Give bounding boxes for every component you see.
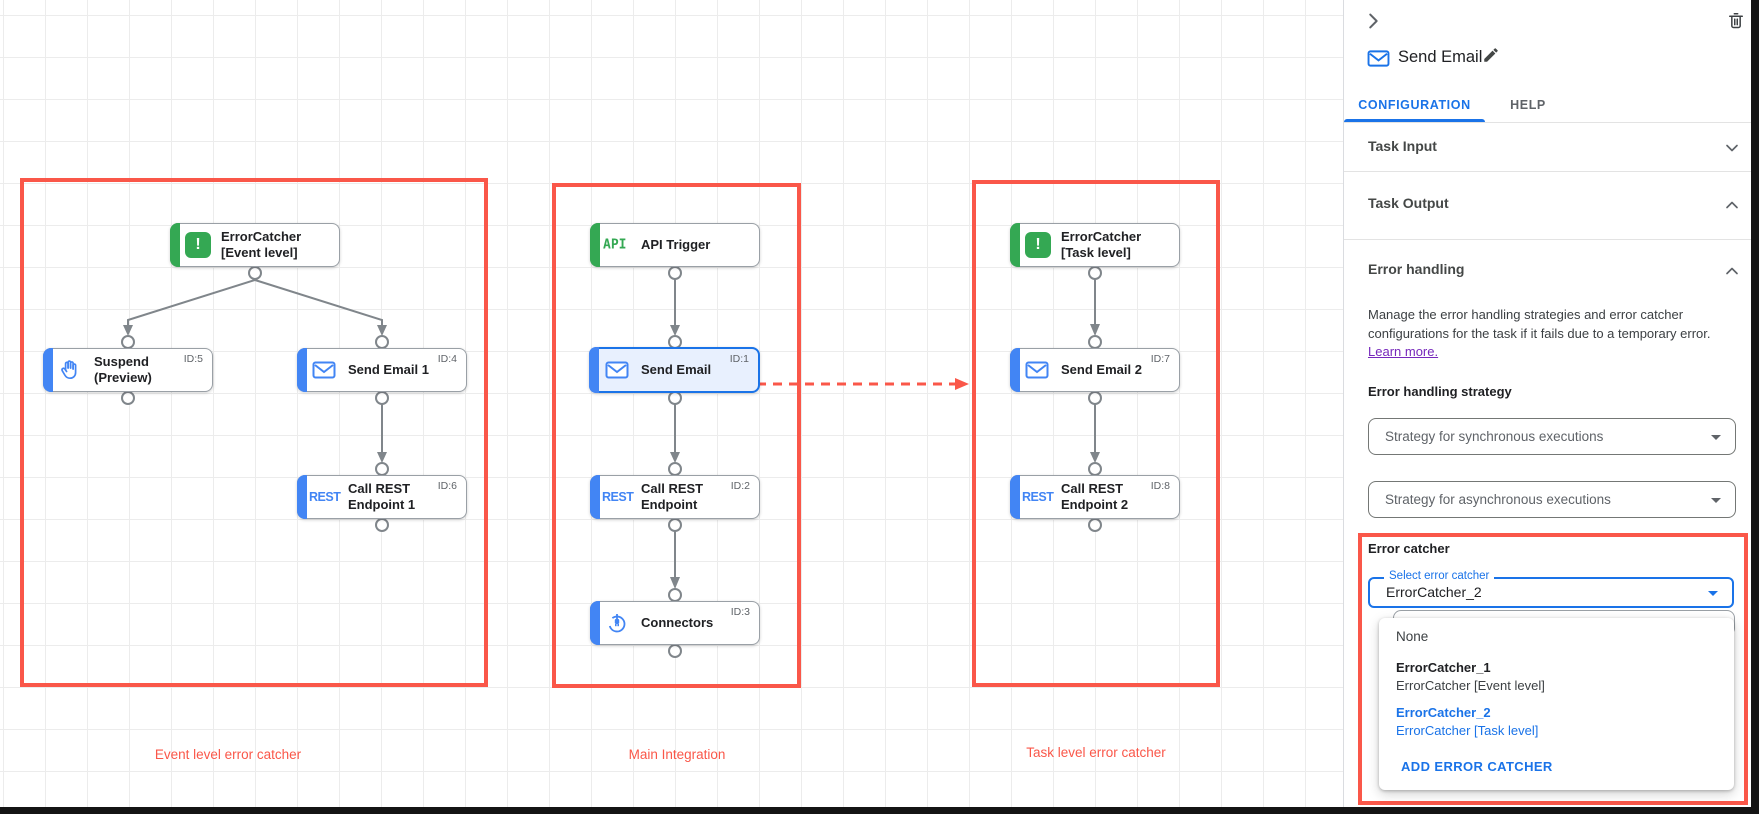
node-id-badge: ID:1	[729, 353, 749, 365]
node-accent-bar	[1010, 223, 1020, 267]
window-edge-bottom	[0, 807, 1759, 814]
error-catcher-icon: !	[1025, 232, 1051, 258]
node-accent-bar	[297, 348, 307, 392]
chevron-right-icon	[1362, 13, 1384, 35]
tab-help[interactable]: HELP	[1510, 98, 1546, 112]
node-title: ErrorCatcher	[1061, 229, 1142, 244]
collapse-panel-button[interactable]	[1362, 10, 1384, 35]
node-title: Connectors	[641, 615, 714, 630]
chevron-up-icon[interactable]	[1722, 261, 1742, 286]
learn-more-link[interactable]: Learn more.	[1368, 344, 1439, 359]
node-title: API Trigger	[641, 237, 711, 252]
menu-option-errorcatcher-1-desc[interactable]: ErrorCatcher [Event level]	[1396, 678, 1545, 693]
rest-icon: REST	[602, 490, 634, 504]
event-level-group-label: Event level error catcher	[154, 747, 302, 762]
menu-option-errorcatcher-2-desc[interactable]: ErrorCatcher [Task level]	[1396, 723, 1539, 738]
main-integration-group-box	[552, 183, 801, 688]
add-error-catcher-button[interactable]: ADD ERROR CATCHER	[1401, 759, 1553, 774]
node-title: Send Email 2	[1061, 362, 1142, 377]
mail-icon	[1025, 360, 1049, 380]
error-catcher-annotation-box	[1358, 533, 1748, 805]
task-mail-icon	[1367, 49, 1390, 73]
section-task-output[interactable]: Task Output	[1368, 195, 1449, 211]
node-title: Send Email 1	[348, 362, 429, 377]
api-trigger-icon: API	[603, 237, 627, 253]
node-title: Call REST	[1061, 481, 1124, 496]
menu-option-errorcatcher-2[interactable]: ErrorCatcher_2	[1396, 705, 1491, 720]
window-edge-right	[1751, 0, 1759, 814]
node-accent-bar	[590, 223, 600, 267]
node-accent-bar	[170, 223, 180, 267]
hand-suspend-icon	[58, 358, 82, 382]
async-strategy-dropdown[interactable]: Strategy for asynchronous executions	[1368, 481, 1736, 518]
edges-layer	[121, 252, 1102, 658]
node-title: Call REST	[641, 481, 704, 496]
node-id-badge: ID:5	[183, 353, 203, 365]
node-accent-bar	[43, 348, 53, 392]
dropdown-caret-icon	[1711, 434, 1721, 440]
rest-icon: REST	[1022, 490, 1054, 504]
mail-icon	[312, 360, 336, 380]
task-level-group-box	[972, 180, 1220, 687]
integration-canvas[interactable]: Event level error catcher Main Integrati…	[0, 0, 1344, 814]
main-integration-group-label: Main Integration	[628, 747, 726, 762]
chevron-up-icon[interactable]	[1722, 195, 1742, 220]
node-id-badge: ID:4	[437, 353, 457, 365]
node-accent-bar	[589, 347, 599, 393]
menu-option-errorcatcher-1[interactable]: ErrorCatcher_1	[1396, 660, 1491, 675]
trash-icon	[1726, 13, 1746, 33]
node-accent-bar	[297, 475, 307, 519]
dropdown-caret-icon	[1711, 497, 1721, 503]
error-catcher-label: Error catcher	[1368, 541, 1450, 556]
section-task-input[interactable]: Task Input	[1368, 138, 1437, 154]
node-errorcatcher-task-level[interactable]: ! ErrorCatcher[Task level]	[1010, 223, 1180, 267]
sync-strategy-dropdown[interactable]: Strategy for synchronous executions	[1368, 418, 1736, 455]
node-accent-bar	[590, 475, 600, 519]
delete-task-button[interactable]	[1726, 10, 1746, 33]
node-title: Call REST	[348, 481, 411, 496]
node-send-email-1[interactable]: Send Email 1 ID:4	[297, 348, 467, 392]
node-connectors[interactable]: Connectors ID:3	[590, 601, 760, 645]
menu-option-none[interactable]: None	[1396, 629, 1429, 644]
node-accent-bar	[1010, 475, 1020, 519]
mail-icon	[605, 360, 629, 380]
node-accent-bar	[590, 601, 600, 645]
active-tab-underline	[1344, 119, 1485, 122]
node-suspend[interactable]: Suspend(Preview) ID:5	[43, 348, 213, 392]
node-id-badge: ID:2	[730, 480, 750, 492]
panel-title: Send Email	[1398, 48, 1483, 66]
node-id-badge: ID:3	[730, 606, 750, 618]
node-send-email-2[interactable]: Send Email 2 ID:7	[1010, 348, 1180, 392]
strategy-label: Error handling strategy	[1368, 384, 1512, 399]
dropdown-caret-icon	[1708, 590, 1718, 596]
task-level-group-label: Task level error catcher	[1026, 745, 1166, 760]
node-title: Send Email	[641, 362, 712, 377]
node-errorcatcher-event-level[interactable]: ! ErrorCatcher[Event level]	[170, 223, 340, 267]
task-config-panel: Send Email CONFIGURATION HELP Task Input…	[1343, 0, 1759, 814]
select-error-catcher-floating-label: Select error catcher	[1384, 570, 1495, 582]
node-api-trigger[interactable]: API API Trigger	[590, 223, 760, 267]
node-title: Suspend	[94, 354, 149, 369]
node-id-badge: ID:7	[1150, 353, 1170, 365]
event-level-group-box	[20, 178, 488, 687]
error-catcher-options-menu: None ErrorCatcher_1 ErrorCatcher [Event …	[1379, 618, 1734, 790]
connectors-icon	[605, 611, 629, 635]
node-title: ErrorCatcher	[221, 229, 302, 244]
chevron-down-icon[interactable]	[1722, 138, 1742, 163]
select-error-catcher-field[interactable]: Select error catcher ErrorCatcher_2	[1368, 570, 1734, 608]
node-send-email-selected[interactable]: Send Email ID:1	[589, 347, 760, 393]
select-error-catcher-value: ErrorCatcher_2	[1386, 584, 1482, 600]
rest-icon: REST	[309, 490, 341, 504]
tab-configuration[interactable]: CONFIGURATION	[1358, 98, 1471, 112]
node-accent-bar	[1010, 348, 1020, 392]
edit-title-pencil-icon[interactable]	[1482, 46, 1500, 67]
node-id-badge: ID:8	[1150, 480, 1170, 492]
error-handling-description: Manage the error handling strategies and…	[1368, 307, 1711, 341]
section-error-handling[interactable]: Error handling	[1368, 261, 1465, 277]
error-catcher-icon: !	[185, 232, 211, 258]
node-id-badge: ID:6	[437, 480, 457, 492]
